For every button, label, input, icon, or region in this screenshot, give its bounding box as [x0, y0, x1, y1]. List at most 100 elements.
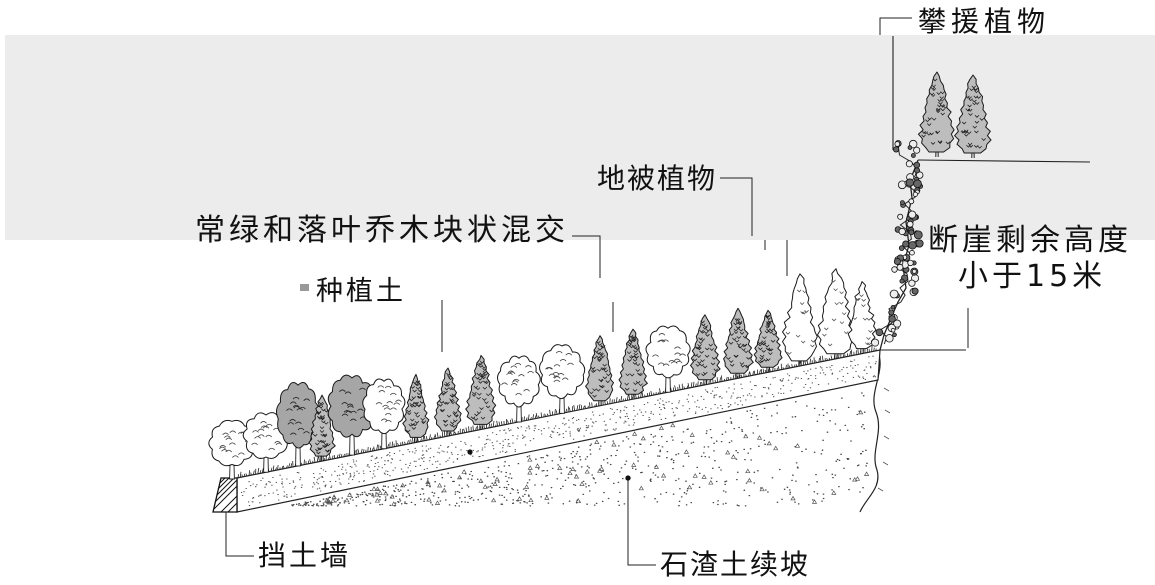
climbing-plant-leaf [893, 319, 902, 328]
climbing-plant-leaf [892, 146, 900, 153]
rubble-stone-marks [324, 409, 870, 506]
climbing-plant-leaf [909, 249, 915, 256]
tree-crown [497, 355, 541, 408]
conifer-tree [954, 74, 992, 159]
climbing-plant-leaf [885, 334, 894, 343]
label-rubble-slope: 石渣土续坡 [660, 548, 811, 581]
climbing-plant-leaf [897, 213, 904, 220]
climbing-plant-leaf [906, 220, 914, 228]
climbing-plant-leaf [915, 239, 924, 248]
deciduous-tree [645, 325, 691, 393]
climbing-plant-leaf [908, 279, 916, 287]
foliage-texture [438, 372, 459, 428]
climbing-plant-leaf [905, 178, 915, 187]
rubble-fill [291, 392, 870, 507]
foliage-texture [652, 333, 686, 366]
foliage-texture [589, 340, 611, 398]
label-ground-cover: 地被植物 [597, 162, 718, 195]
conifer-tree [847, 281, 877, 354]
leader-ground-cover [720, 177, 753, 236]
label-planting-soil: 种植土 [316, 276, 406, 307]
tree-crown [847, 281, 877, 350]
climbing-plant-leaf [875, 328, 884, 337]
climbing-plant-leaf [907, 145, 913, 150]
climbing-plant-leaf [916, 171, 924, 179]
deciduous-tree [276, 381, 320, 467]
tree-crown [782, 273, 818, 362]
tree-crown [917, 71, 955, 153]
climbing-plant-leaf [908, 229, 915, 236]
climbing-plant-leaf [893, 257, 901, 265]
marker-dot-rubble [625, 475, 631, 481]
climbing-plant-leaf [871, 338, 880, 347]
climbing-plant-leaf [911, 153, 916, 158]
foliage-texture [375, 385, 402, 423]
leader-mixed-trees [572, 235, 614, 332]
leader-climbing-plants [879, 17, 912, 35]
leader-rubble-slope [627, 478, 656, 566]
conifer-tree [585, 335, 614, 406]
foliage-texture [405, 380, 427, 433]
foliage-texture [757, 314, 777, 364]
label-mixed-trees: 常绿和落叶乔木块状混交 [195, 213, 569, 248]
foliage-texture [339, 387, 367, 422]
conifer-tree [782, 273, 818, 366]
climbing-plant-leaf [898, 245, 905, 251]
foliage-texture [501, 362, 534, 396]
tree-crown [276, 381, 320, 449]
tree-crown [954, 74, 992, 154]
soil-stipple [240, 355, 877, 507]
foliage-texture [921, 78, 951, 145]
climbing-plant-leaf [908, 198, 915, 205]
climbing-plant-leaf [911, 287, 919, 295]
conifer-tree [723, 307, 754, 379]
foliage-texture [822, 279, 849, 347]
climbing-plant-leaf [913, 179, 922, 189]
climbing-plant-leaf [892, 332, 897, 338]
climbing-plant-leaf [894, 141, 901, 147]
climbing-plant-leaf [899, 278, 905, 284]
conifer-tree [465, 354, 497, 430]
foliage-texture [726, 318, 751, 369]
foliage-texture [960, 85, 986, 149]
conifer-tree [402, 373, 430, 443]
foliage-texture [312, 401, 331, 455]
foliage-texture [785, 289, 816, 355]
leader-retaining-wall [225, 512, 254, 557]
climbing-plant-leaf [913, 146, 921, 154]
climbing-plant-leaf [908, 210, 917, 219]
deciduous-tree [362, 378, 406, 450]
rubble-edge-hatch [877, 387, 891, 492]
foliage-texture [251, 421, 283, 451]
climbing-plant-leaf [907, 259, 914, 267]
plateau-ground-line [917, 159, 1091, 163]
rubble-slope-edge [859, 351, 881, 513]
conifer-tree [817, 268, 854, 359]
climbing-plant-leaf [900, 200, 905, 206]
climbing-plant-leaf [911, 268, 917, 274]
climbing-plant-leaf [898, 227, 906, 236]
retaining-wall-hatch [213, 477, 238, 513]
tree-crown [690, 314, 721, 381]
climbing-plant-leaf [888, 309, 895, 316]
climbing-plant-leaf [889, 289, 899, 299]
conifer-tree [917, 71, 955, 158]
foliage-texture [692, 320, 719, 377]
deciduous-tree [497, 355, 541, 423]
climbing-plant-leaf [913, 230, 923, 240]
climbing-plant-leaf [888, 315, 896, 323]
climbing-plant-leaf [908, 241, 917, 250]
tree-crown [585, 335, 614, 402]
climbing-plant-leaf [890, 327, 896, 333]
label-cliff-height: 断崖剩余高度 [928, 223, 1132, 258]
climbing-plant-leaf [896, 263, 904, 271]
label-climbing-plants: 攀援植物 [918, 5, 1051, 38]
dimension-line-cliff [880, 308, 969, 351]
tree-crown [753, 309, 783, 368]
climbing-plant-leaf [912, 191, 919, 197]
deciduous-tree [539, 344, 586, 414]
climbing-plants [871, 139, 924, 347]
foliage-texture [624, 334, 643, 392]
